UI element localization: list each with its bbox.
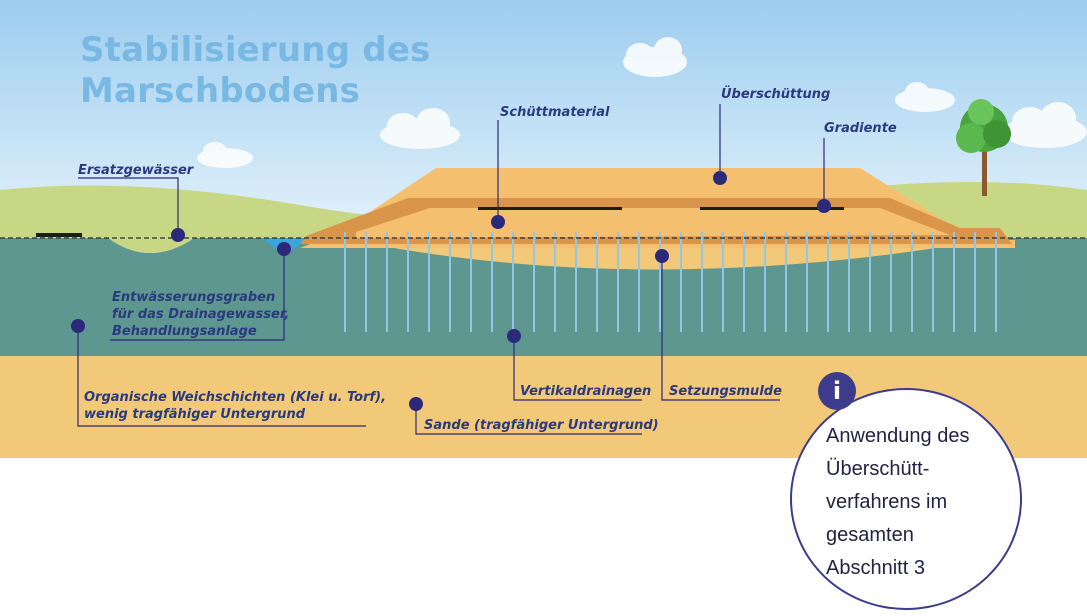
soft-soil-layer <box>330 238 1087 356</box>
vertical-drains <box>344 232 997 332</box>
label-line: Entwässerungsgraben <box>112 290 276 305</box>
gradiente-line <box>478 207 622 210</box>
cloud-icon <box>1003 102 1087 148</box>
label-schuettmaterial: Schüttmaterial <box>500 105 610 120</box>
label-ueberschuettung: Überschüttung <box>721 87 831 102</box>
info-line: Überschütt- <box>826 458 930 480</box>
label-vertikaldrainagen: Vertikaldrainagen <box>520 384 652 399</box>
marker-ersatzgewaesser <box>171 228 185 242</box>
label-setzungsmulde: Setzungsmulde <box>669 384 782 399</box>
label-ersatzgewaesser: Ersatzgewässer <box>78 163 194 178</box>
label-line: Behandlungsanlage <box>112 324 257 339</box>
leader-sande <box>415 404 642 435</box>
label-line: Organische Weichschichten (Klei u. Torf)… <box>84 390 387 405</box>
marker-schuettmaterial <box>491 215 505 229</box>
marker-vertikaldrainagen <box>507 329 521 343</box>
diagram-title: Stabilisierung des Marschbodens <box>80 30 431 112</box>
label-gradiente: Gradiente <box>824 121 897 136</box>
info-text: Anwendung des Überschütt- verfahrens im … <box>826 420 1006 585</box>
info-line: Abschnitt 3 <box>826 557 925 579</box>
info-line: Anwendung des <box>826 425 970 447</box>
marker-gradiente <box>817 199 831 213</box>
marker-organische <box>71 319 85 333</box>
label-organische-weichschichten: Organische Weichschichten (Klei u. Torf)… <box>84 389 386 423</box>
label-entwaesserungsgraben: Entwässerungsgraben für das Drainagewass… <box>112 289 289 340</box>
cloud-icon <box>623 37 687 77</box>
cloud-icon <box>197 142 253 168</box>
leader-ersatzgewaesser <box>78 177 179 235</box>
gradiente-line <box>700 207 844 210</box>
tree-icon <box>956 99 1011 196</box>
info-line: gesamten <box>826 524 914 546</box>
marker-ueberschuettung <box>713 171 727 185</box>
cloud-icon <box>380 108 460 149</box>
label-sande: Sande (tragfähiger Untergrund) <box>424 418 659 433</box>
cloud-icon <box>895 82 955 112</box>
marker-entwaesserung <box>277 242 291 256</box>
title-line: Stabilisierung des <box>80 30 431 70</box>
ersatzgewaesser-plate <box>36 233 82 237</box>
leader-entwaesserung <box>110 250 285 341</box>
hills <box>0 185 370 240</box>
title-line: Marschbodens <box>80 71 361 111</box>
info-line: verfahrens im <box>826 491 948 513</box>
soft-soil-layer <box>0 238 340 356</box>
marker-sande <box>409 397 423 411</box>
info-callout <box>790 388 1022 610</box>
info-icon: i <box>818 372 856 410</box>
leader-vertikaldrainagen <box>513 336 642 401</box>
embankment-core <box>356 208 950 238</box>
leader-setzungsmulde <box>661 256 780 401</box>
label-line: wenig tragfähiger Untergrund <box>84 407 306 422</box>
marker-setzungsmulde <box>655 249 669 263</box>
label-line: für das Drainagewasser, <box>112 307 290 322</box>
leader-organische <box>77 326 366 427</box>
ersatzgewaesser-pond <box>108 238 194 253</box>
